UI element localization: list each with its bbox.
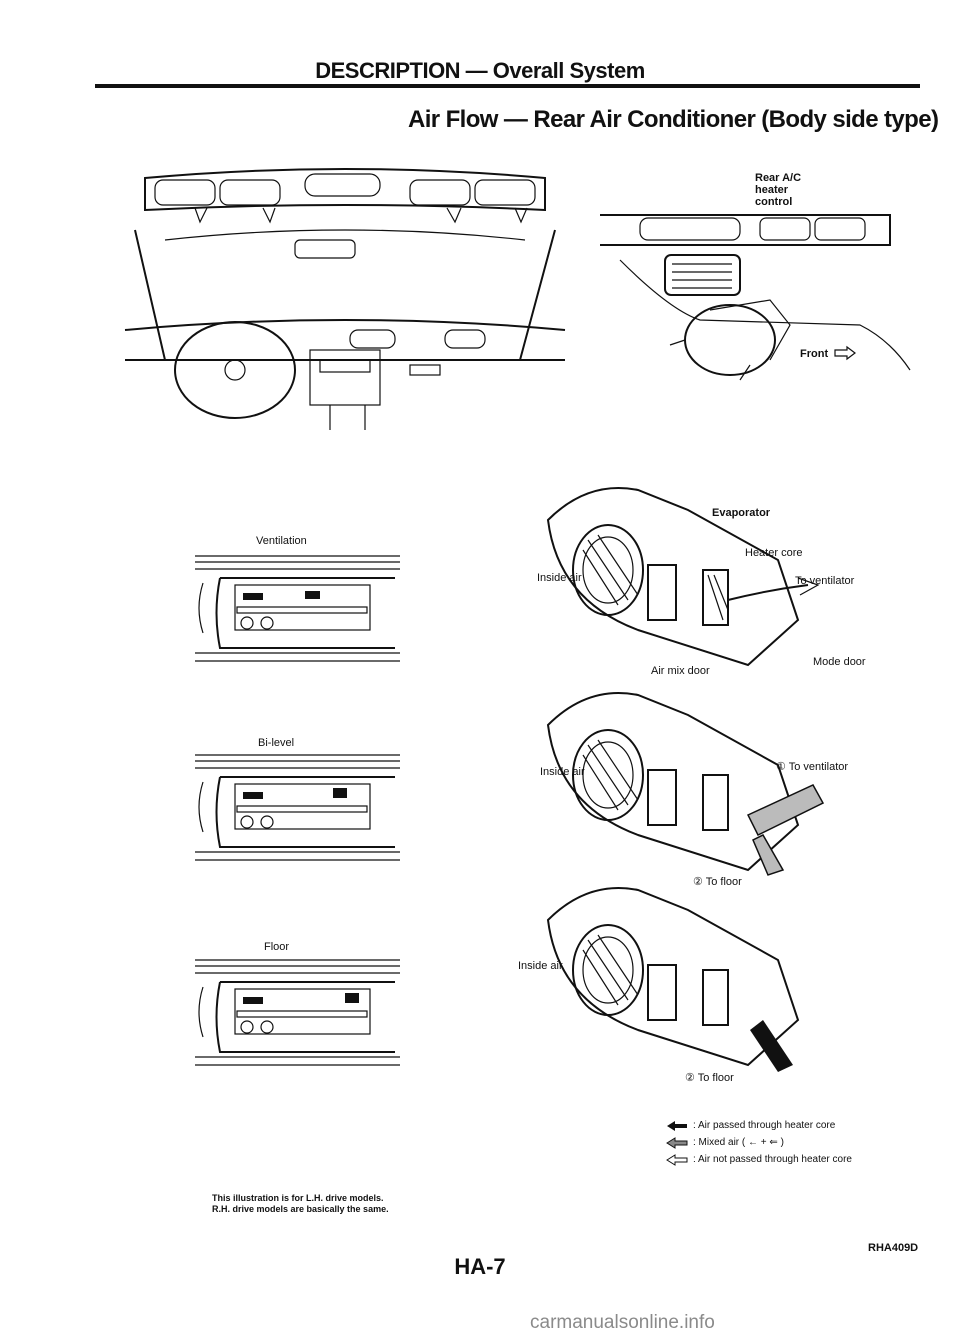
- evaporator-label: Evaporator: [712, 507, 771, 519]
- to-ventilator-label-2: ① To ventilator: [776, 761, 849, 773]
- unit-diagram-floor: [546, 887, 800, 1072]
- air-mix-door-label: Air mix door: [651, 665, 710, 677]
- solid-arrow-icon: [667, 1120, 687, 1131]
- control-panel-bilevel: [195, 754, 400, 861]
- control-panel-floor: [195, 959, 400, 1066]
- panel-label-floor: Floor: [264, 941, 290, 953]
- section-title: Air Flow — Rear Air Conditioner (Body si…: [408, 106, 939, 133]
- rear-control-illustration: [600, 214, 911, 381]
- legend-item: : Mixed air ( ← + ⇐ ): [666, 1136, 852, 1149]
- unit-diagram-bilevel: [546, 692, 825, 876]
- watermark: carmanualsonline.info: [530, 1312, 715, 1333]
- inside-air-label-3: Inside air: [518, 960, 563, 972]
- mixed-arrow-icon: [666, 1136, 688, 1149]
- front-arrow-icon: [834, 345, 856, 361]
- header-rule: [95, 84, 920, 88]
- unit-diagram-ventilation: [546, 487, 820, 667]
- legend-text-hollow: : Air not passed through heater core: [693, 1154, 852, 1165]
- rear-ac-control-label: Rear A/C heater control: [755, 172, 802, 208]
- front-label: Front: [800, 348, 829, 360]
- legend-text-mixed: : Mixed air ( ← + ⇐ ): [693, 1137, 784, 1148]
- heater-core-label: Heater core: [745, 547, 803, 559]
- mode-door-label: Mode door: [813, 656, 866, 668]
- figure-code: RHA409D: [868, 1242, 919, 1254]
- page-number: HA-7: [454, 1254, 506, 1279]
- panel-label-ventilation: Ventilation: [256, 535, 307, 547]
- to-floor-label-3: ② To floor: [685, 1072, 734, 1084]
- footnote-line-2: R.H. drive models are basically the same…: [212, 1204, 389, 1214]
- inside-air-label-2: Inside air: [540, 766, 585, 778]
- legend: : Air passed through heater core : Mixed…: [666, 1120, 852, 1166]
- inside-air-label-1: Inside air: [537, 572, 582, 584]
- footnote: This illustration is for L.H. drive mode…: [212, 1193, 389, 1215]
- page-header-title: DESCRIPTION — Overall System: [315, 58, 645, 83]
- to-floor-label-2: ② To floor: [693, 876, 742, 888]
- legend-item: : Air passed through heater core: [667, 1120, 852, 1131]
- legend-text-solid: : Air passed through heater core: [693, 1120, 836, 1131]
- panel-label-bilevel: Bi-level: [258, 737, 295, 749]
- control-panel-ventilation: [195, 555, 400, 662]
- footnote-line-1: This illustration is for L.H. drive mode…: [212, 1193, 384, 1203]
- hollow-arrow-icon: [666, 1153, 688, 1166]
- to-ventilator-label-1: To ventilator: [795, 575, 855, 587]
- legend-item: : Air not passed through heater core: [666, 1153, 852, 1166]
- dashboard-illustration: [124, 168, 566, 430]
